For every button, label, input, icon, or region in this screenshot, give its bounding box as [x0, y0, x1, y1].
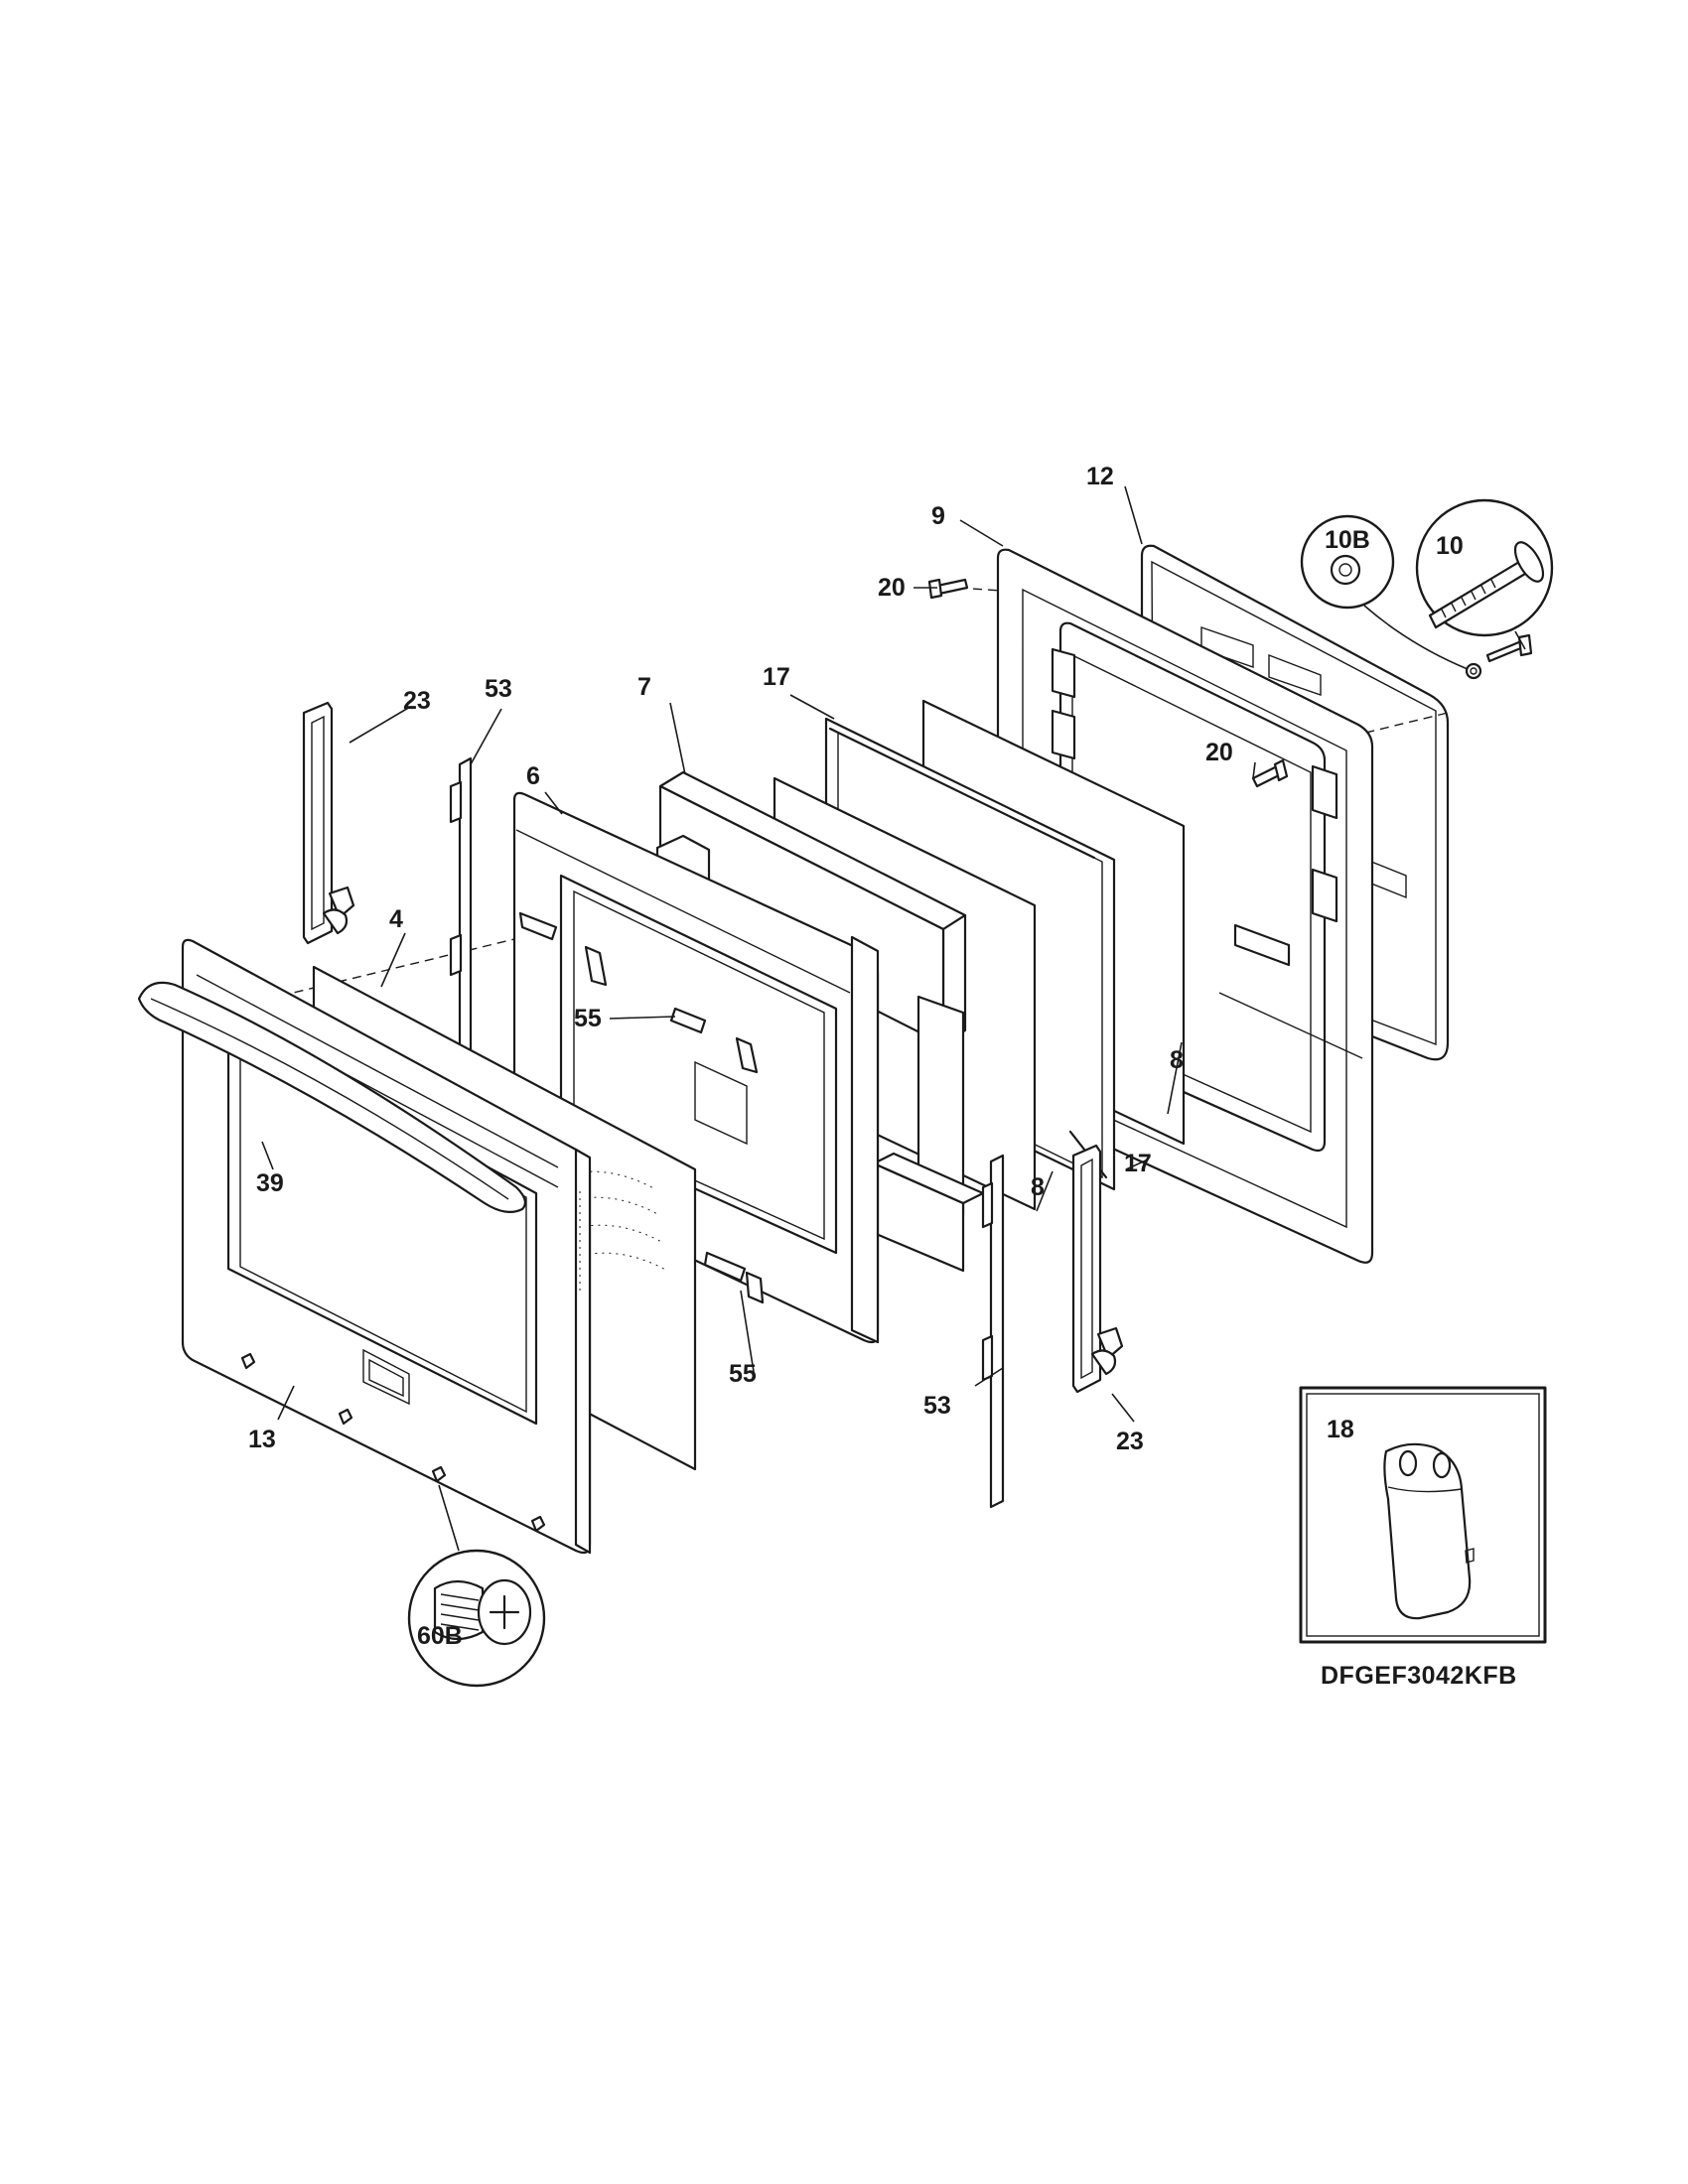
label-55-upper: 55	[574, 1005, 602, 1032]
callout-60b-screw	[407, 1484, 546, 1688]
label-10b: 10B	[1325, 526, 1370, 554]
label-53-upper: 53	[485, 675, 512, 703]
label-6: 6	[526, 762, 540, 790]
callout-10-bolt	[1415, 498, 1554, 650]
part-10-bolt-small[interactable]	[1485, 633, 1533, 663]
label-9: 9	[931, 502, 945, 530]
label-13: 13	[248, 1426, 276, 1453]
part-labels: 9 12 10B 10 20 20 17 7 53 23 6 4 55 39 8…	[248, 463, 1464, 1650]
label-60b: 60B	[417, 1622, 463, 1650]
label-17-upper: 17	[763, 663, 790, 691]
label-10: 10	[1436, 532, 1464, 560]
part-20-lower-screw[interactable]	[1251, 758, 1289, 788]
part-10b-washer-small[interactable]	[1465, 662, 1482, 680]
part-20-upper-screw[interactable]	[927, 578, 969, 600]
label-18: 18	[1327, 1416, 1354, 1443]
label-20-upper: 20	[878, 574, 906, 602]
label-20-lower: 20	[1205, 739, 1233, 766]
label-17-lower: 17	[1124, 1150, 1152, 1177]
part-55-door-clips[interactable]	[518, 911, 765, 1304]
label-23-lower: 23	[1116, 1428, 1144, 1455]
part-39-door-handle[interactable]	[137, 981, 526, 1214]
label-7: 7	[637, 673, 651, 701]
label-55-lower: 55	[729, 1360, 757, 1388]
part-23-left-hinge[interactable]	[302, 701, 355, 945]
model-number: DFGEF3042KFB	[1321, 1662, 1517, 1690]
part-13-outer-door[interactable]	[181, 938, 592, 1555]
label-8-rear: 8	[1170, 1046, 1184, 1074]
callout-10b-washer	[1300, 514, 1469, 670]
door-screws	[240, 1352, 546, 1533]
label-23-upper: 23	[403, 687, 431, 715]
inset-box-part-18	[1299, 1386, 1547, 1644]
part-53-right-trim-strip[interactable]	[981, 1154, 1005, 1509]
label-4: 4	[389, 905, 403, 933]
label-leaders	[261, 485, 1256, 1423]
label-39: 39	[256, 1169, 284, 1197]
label-8-front: 8	[1031, 1173, 1045, 1201]
part-18-hinge-receptacle[interactable]	[1383, 1442, 1475, 1620]
part-23-right-hinge[interactable]	[1071, 1144, 1124, 1394]
label-53-lower: 53	[923, 1392, 951, 1420]
label-12: 12	[1086, 463, 1114, 490]
